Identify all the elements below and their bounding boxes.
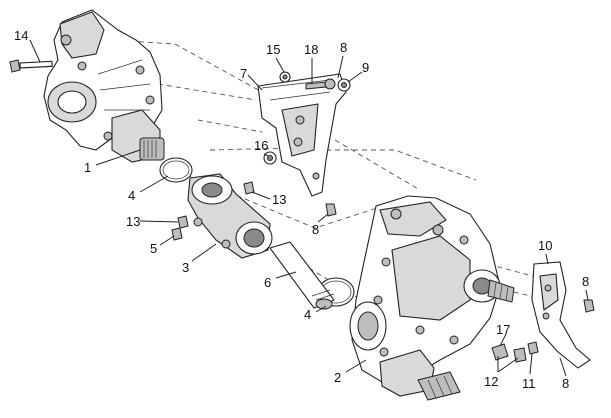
callout-3: 3	[182, 260, 189, 275]
rear-output-shaft	[417, 371, 461, 401]
callout-8-middle: 8	[312, 222, 319, 237]
front-gearbox-housing	[43, 9, 165, 163]
callout-5: 5	[150, 241, 157, 256]
long-bolt	[9, 59, 53, 73]
callout-17: 17	[496, 322, 510, 337]
callout-16: 16	[254, 138, 268, 153]
drive-shaft	[269, 241, 335, 310]
callout-13-right: 13	[272, 192, 286, 207]
callout-4-lower: 4	[304, 307, 311, 322]
callout-2: 2	[334, 370, 341, 385]
callout-15: 15	[266, 42, 280, 57]
callout-8-top: 8	[340, 40, 347, 55]
front-output-shaft	[487, 279, 515, 303]
callout-18: 18	[304, 42, 318, 57]
callout-13-left: 13	[126, 214, 140, 229]
callout-12: 12	[484, 374, 498, 389]
callout-labels: 14 1 4 13 5 3 7 15 18 8 9 16 13 8 6 4 2 …	[14, 28, 589, 391]
callout-14: 14	[14, 28, 28, 43]
callout-1: 1	[84, 160, 91, 175]
coupling-housing	[187, 173, 273, 259]
callout-11: 11	[522, 376, 536, 391]
callout-9: 9	[362, 60, 369, 75]
callout-6: 6	[264, 275, 271, 290]
leader-lines	[29, 39, 589, 377]
callout-7: 7	[240, 66, 247, 81]
callout-8-right: 8	[582, 274, 589, 289]
callout-10: 10	[538, 238, 552, 253]
callout-4-upper: 4	[128, 188, 135, 203]
callout-8-bottom: 8	[562, 376, 569, 391]
support-bracket	[531, 261, 591, 369]
mounting-bracket	[257, 73, 347, 197]
output-spline-shaft	[139, 137, 165, 161]
rear-gearbox	[349, 195, 515, 401]
